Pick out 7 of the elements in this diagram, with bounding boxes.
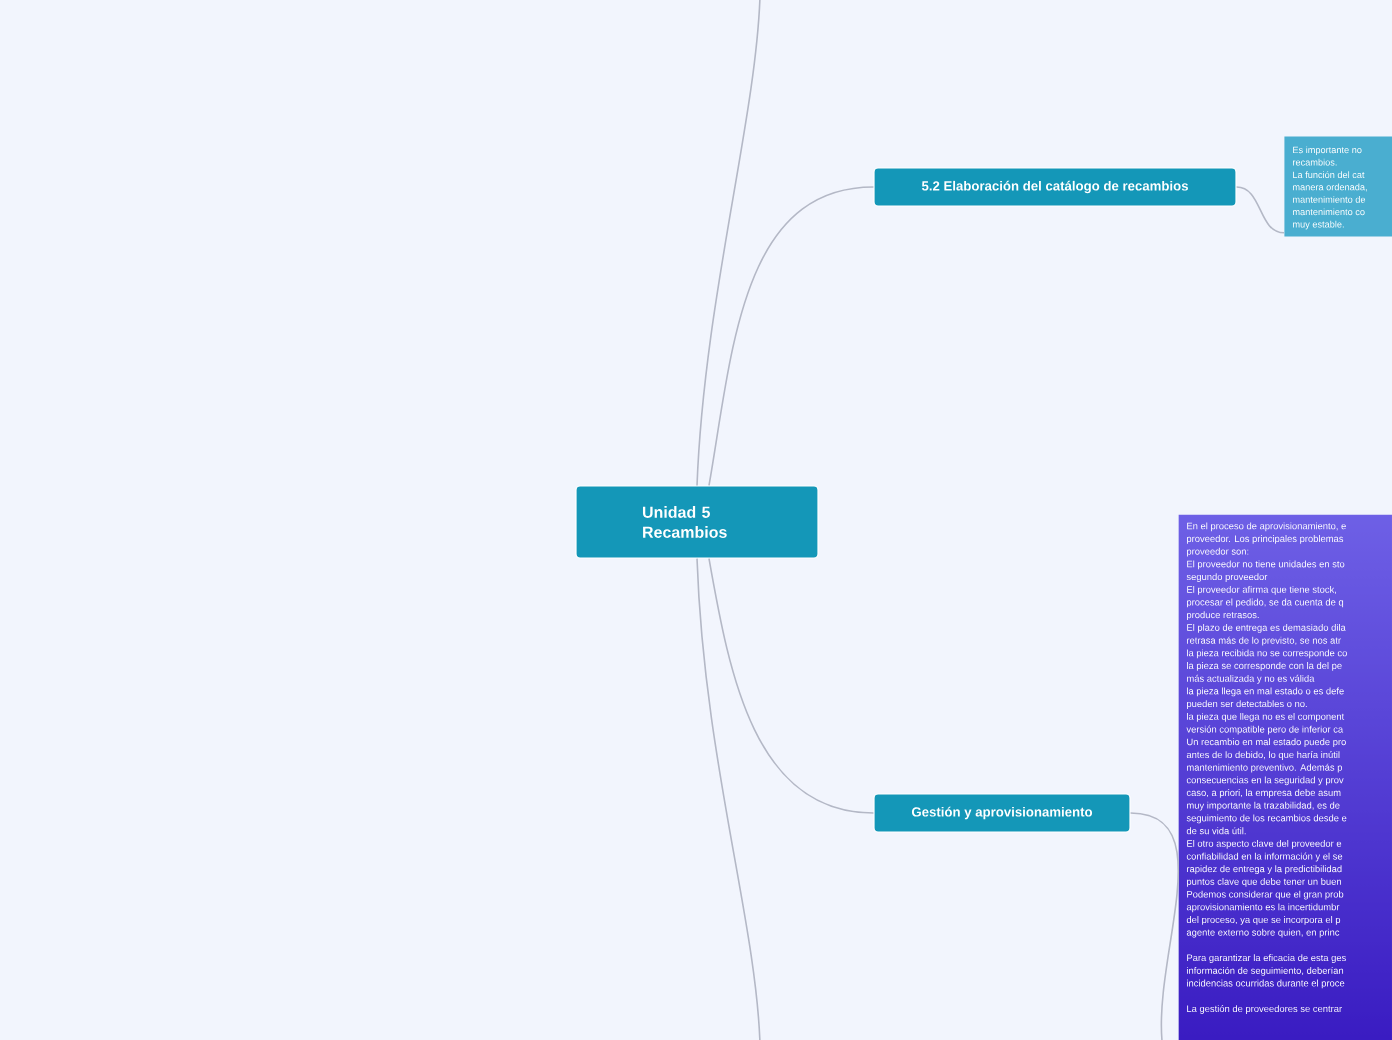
- topic-box: Unidad 5 Recambios: [575, 485, 819, 559]
- connector-line: [1129, 812, 1180, 1040]
- connector-line: [708, 557, 875, 814]
- connector-line: [696, 557, 761, 1040]
- connector-line: [708, 186, 875, 487]
- connector-line: [1235, 186, 1285, 234]
- connector-line: [696, 0, 761, 487]
